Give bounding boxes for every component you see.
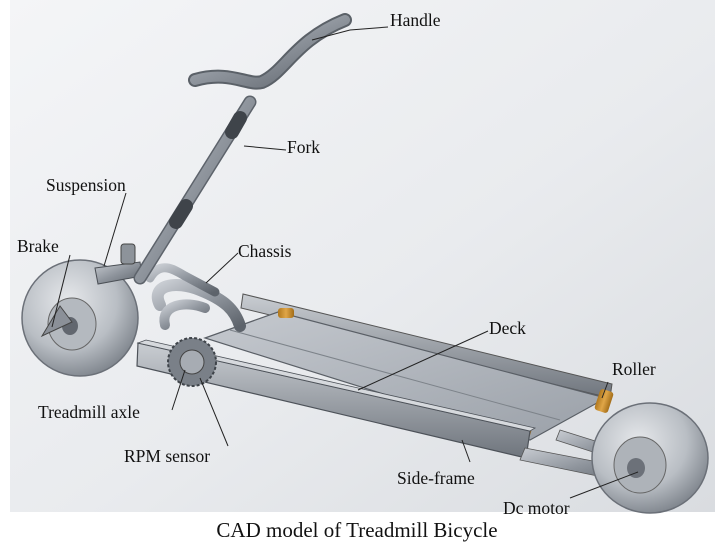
label-rpm-sensor: RPM sensor: [124, 446, 210, 466]
leader-lines: [51, 26, 639, 499]
front-wheel: [21, 259, 139, 377]
rear-wheel: [591, 402, 709, 514]
labels: Handle Fork Suspension Brake Chassis Dec…: [17, 10, 656, 518]
label-fork: Fork: [287, 137, 320, 157]
treadmill-axle-part: [167, 337, 217, 387]
label-handle: Handle: [390, 10, 441, 30]
leader-roller: [601, 381, 609, 399]
leader-fork: [243, 145, 287, 151]
label-deck: Deck: [489, 318, 526, 338]
leader-treadmill-axle: [171, 369, 186, 411]
figure-caption: CAD model of Treadmill Bicycle: [216, 518, 497, 542]
label-treadmill-axle: Treadmill axle: [38, 402, 140, 422]
leader-suspension: [103, 192, 127, 267]
side-frame-front: [136, 339, 537, 459]
label-roller: Roller: [612, 359, 656, 379]
label-side-frame: Side-frame: [397, 468, 475, 488]
leader-handle: [311, 26, 389, 41]
leader-chassis: [205, 252, 239, 284]
leader-rpm-sensor: [199, 377, 229, 447]
label-suspension: Suspension: [46, 175, 126, 195]
fork-part: [133, 95, 257, 285]
label-brake: Brake: [17, 236, 59, 256]
leader-deck: [357, 330, 489, 391]
leader-side-frame: [461, 439, 471, 463]
leader-brake: [51, 254, 71, 328]
handle-part: [188, 13, 352, 90]
leader-dc-motor: [569, 471, 639, 499]
label-dc-motor: Dc motor: [503, 498, 570, 518]
chassis-part: [145, 263, 246, 332]
label-chassis: Chassis: [238, 241, 292, 261]
